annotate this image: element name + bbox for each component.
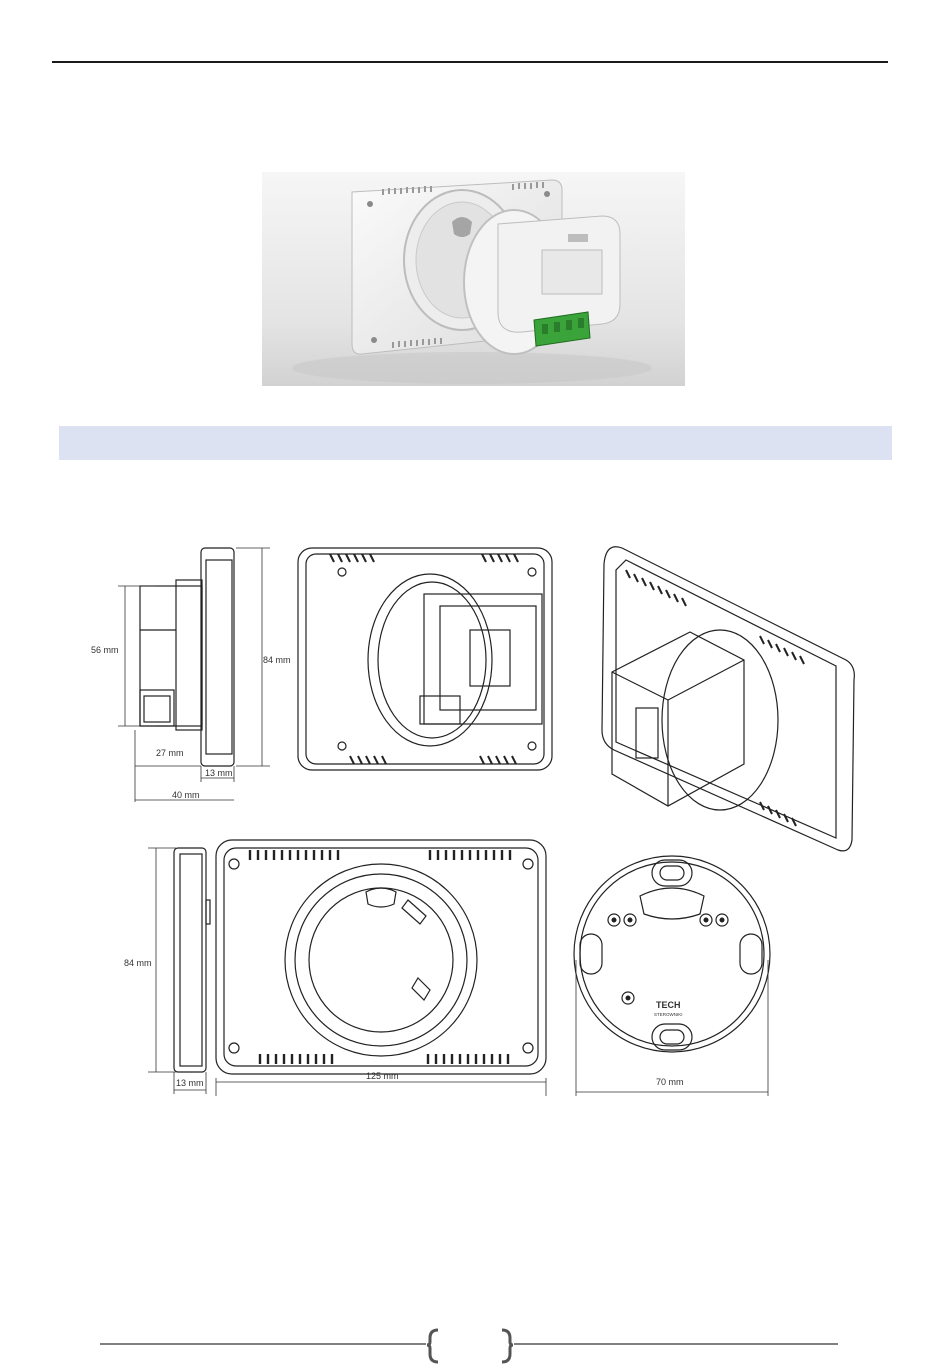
dim-height-side: 84 mm xyxy=(263,655,291,665)
technical-drawings: 56 mm 84 mm 27 mm 13 mm 40 mm xyxy=(0,520,950,1120)
footer-brace-right xyxy=(502,1330,513,1362)
dim-height-front: 84 mm xyxy=(124,958,152,968)
side-view-bottom-drawing xyxy=(174,848,210,1072)
tech-logo-brand: TECH xyxy=(656,1000,681,1010)
dim-total-depth: 40 mm xyxy=(172,790,200,800)
rear-view-drawing xyxy=(298,548,552,770)
mounting-plate-drawing xyxy=(574,856,770,1052)
page-footer xyxy=(0,1320,950,1369)
product-photo xyxy=(262,172,685,386)
tech-logo-sub: STEROWNIKI xyxy=(654,1012,683,1017)
section-header-band xyxy=(59,426,892,460)
dim-frame-depth: 13 mm xyxy=(205,768,233,778)
dim-connector-depth: 56 mm xyxy=(91,645,119,655)
perspective-view-drawing xyxy=(602,547,854,851)
dim-width: 125 mm xyxy=(366,1071,399,1081)
dim-frame-depth-front: 13 mm xyxy=(176,1078,204,1088)
side-view-drawing xyxy=(140,548,234,766)
header-rule xyxy=(52,61,888,63)
housing-back-drawing xyxy=(216,840,546,1074)
footer-brace-left xyxy=(427,1330,438,1362)
dim-mount-diameter: 70 mm xyxy=(656,1077,684,1087)
dim-body-depth: 27 mm xyxy=(156,748,184,758)
